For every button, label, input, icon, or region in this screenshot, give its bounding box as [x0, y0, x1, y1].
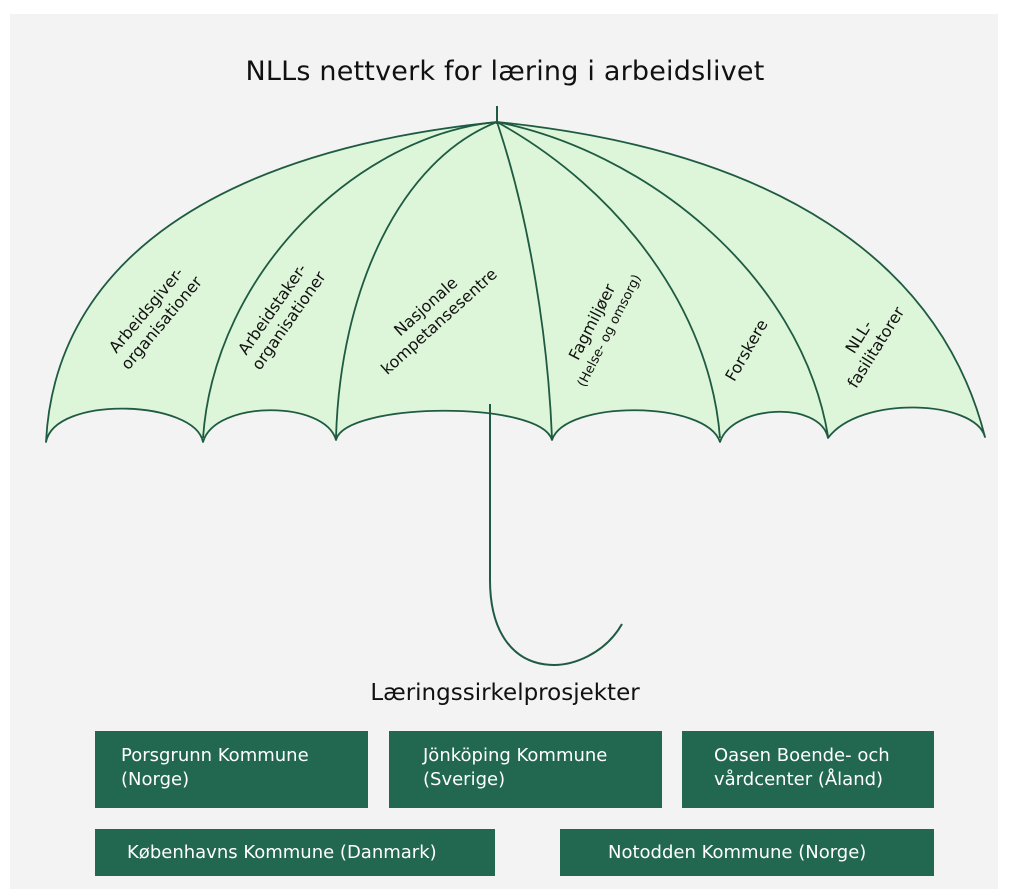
project-box: Jönköping Kommune (Sverige): [389, 731, 662, 808]
projects-heading: Læringssirkelprosjekter: [370, 680, 640, 706]
project-name: Københavns Kommune (Danmark): [127, 842, 437, 863]
umbrella-rib: [202, 121, 498, 439]
project-country: vårdcenter (Åland): [714, 769, 884, 790]
umbrella-handle: [489, 404, 623, 666]
project-country: (Sverige): [423, 769, 506, 790]
project-box: Porsgrunn Kommune (Norge): [95, 731, 368, 808]
project-name: Notodden Kommune (Norge): [608, 842, 867, 863]
project-box: Oasen Boende- och vårdcenter (Åland): [682, 731, 934, 808]
umbrella-rib: [496, 121, 829, 437]
project-name: Oasen Boende- och: [714, 745, 890, 766]
project-name: Porsgrunn Kommune: [121, 745, 309, 766]
project-country: (Norge): [121, 769, 190, 790]
project-box: Notodden Kommune (Norge): [560, 829, 934, 876]
umbrella-rib: [496, 121, 553, 439]
umbrella-rib: [335, 121, 498, 439]
project-box: Københavns Kommune (Danmark): [95, 829, 495, 876]
umbrella-rib: [496, 121, 721, 439]
diagram-title: NLLs nettverk for læring i arbeidslivet: [245, 56, 765, 87]
project-name: Jönköping Kommune: [423, 745, 608, 766]
